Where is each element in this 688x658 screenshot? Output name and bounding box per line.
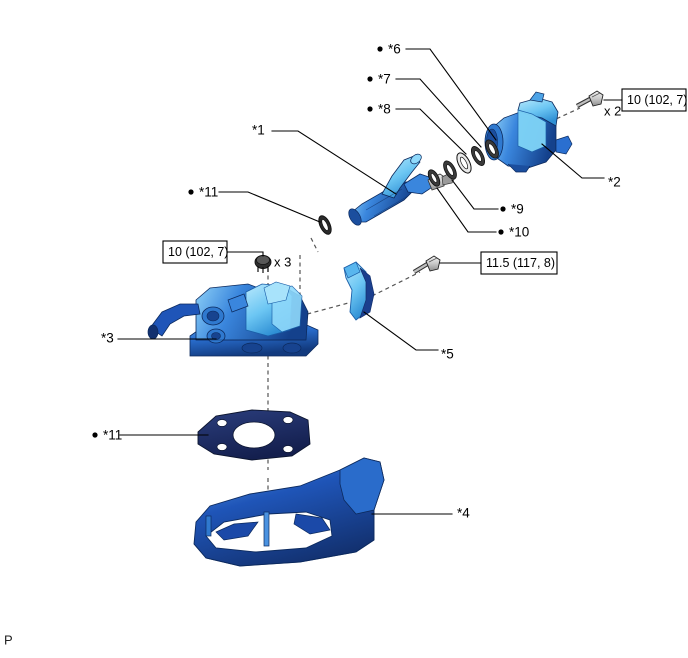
callout-bullet: [377, 46, 383, 52]
part-fuel-injector-body: [348, 153, 457, 226]
callout-label: *11: [199, 185, 218, 200]
part-mounting-bracket: [193, 457, 385, 567]
torque-value: 11.5 (117, 8): [486, 256, 555, 270]
callout-label: *2: [608, 175, 621, 190]
callout-bullet: [367, 106, 373, 112]
part-idle-air-valve: [484, 91, 573, 173]
callout-2: *2: [608, 175, 621, 190]
callout-9: *9: [500, 202, 524, 217]
torque-spec-3: 11.5 (117, 8): [439, 251, 558, 275]
part-seal-ring-11: [318, 215, 332, 235]
callout-6: *6: [377, 42, 401, 57]
callout-1: *1: [252, 123, 265, 138]
part-clamp-plate: [343, 261, 375, 321]
o-ring-10: [427, 169, 441, 187]
callout-11-lower: *11: [92, 428, 122, 443]
callout-8: *8: [367, 102, 391, 117]
leader-lines: [117, 48, 605, 515]
callout-label: *1: [252, 123, 265, 138]
o-ring-7: [470, 146, 486, 166]
bolt-single: [412, 255, 441, 274]
callout-bullet: [188, 189, 194, 195]
callout-label: *5: [441, 347, 454, 362]
callout-label: *4: [457, 506, 470, 521]
callout-bullet: [367, 76, 373, 82]
torque-value: 10 (102, 7): [627, 93, 687, 107]
callout-labels: *6 *7 *8 *9 *10 *1 *2 *3 *4: [92, 42, 621, 521]
bolt-x3: [254, 255, 272, 273]
torque-spec-1: 10 (102, 7): [603, 88, 687, 112]
part-flange-gasket-11: [197, 409, 311, 461]
part-throttle-body: [147, 281, 319, 357]
o-ring-stack: [427, 139, 499, 187]
callout-label: *7: [378, 72, 391, 87]
callout-label: *6: [388, 42, 401, 57]
callout-label: *9: [511, 202, 524, 217]
callout-7: *7: [367, 72, 391, 87]
callout-label: *3: [101, 331, 114, 346]
callout-10: *10: [498, 225, 529, 240]
bolt-x2-multiplier: x 2: [604, 103, 621, 118]
callout-label: *11: [103, 428, 122, 443]
page-mark: P: [4, 632, 13, 647]
callout-11-upper: *11: [188, 185, 218, 200]
callout-4: *4: [457, 506, 470, 521]
callout-5: *5: [441, 347, 454, 362]
o-ring-8: [456, 152, 472, 174]
callout-bullet: [92, 432, 98, 438]
o-ring-6: [485, 139, 499, 159]
callout-bullet: [500, 206, 506, 212]
callout-label: *10: [509, 225, 529, 240]
bolt-x2: [575, 90, 604, 108]
bolt-x3-multiplier: x 3: [274, 254, 291, 269]
callout-label: *8: [378, 102, 391, 117]
callout-3: *3: [101, 331, 114, 346]
o-ring-9: [443, 160, 457, 180]
torque-spec-2: 10 (102, 7): [162, 240, 264, 264]
torque-value: 10 (102, 7): [168, 245, 228, 259]
callout-bullet: [498, 229, 504, 235]
